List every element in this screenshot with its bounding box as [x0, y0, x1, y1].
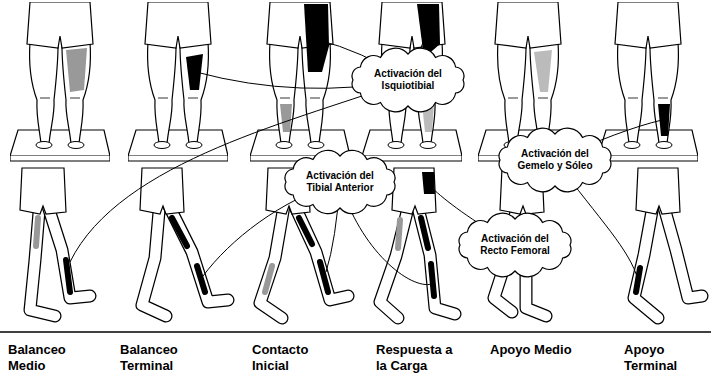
phase-label: Balanceo Terminal [120, 342, 204, 373]
muscle-shade [304, 4, 329, 72]
shorts [636, 168, 680, 214]
muscle-shade [280, 104, 292, 132]
leg-outline [662, 200, 702, 298]
leg-outline [634, 200, 658, 318]
rear-figure [10, 2, 110, 161]
muscle-shade [172, 218, 187, 246]
rear-figure [128, 2, 228, 161]
leg-fill [142, 200, 166, 316]
leader-lines [70, 30, 662, 285]
callout-text: Activación del Recto Femoral [471, 233, 559, 257]
muscle-shade [320, 262, 328, 292]
muscle-shade [398, 220, 400, 248]
leg-outline [292, 200, 348, 300]
leg-fill [634, 200, 658, 318]
rear-figure [598, 2, 698, 161]
rear-figure [250, 2, 350, 161]
leg-fill [166, 200, 228, 302]
muscle-shade [658, 104, 670, 136]
callout-text-group: Activación del Tibial Anterior [297, 170, 383, 194]
muscle-shade [265, 266, 272, 292]
shorts [392, 168, 436, 214]
muscle-shade [299, 218, 312, 244]
muscle-shade [186, 54, 203, 90]
leg-outline [166, 200, 228, 302]
muscle-shade [534, 50, 552, 92]
shorts [20, 168, 66, 214]
cloud-shape [459, 213, 571, 277]
leg-outline [416, 200, 455, 314]
phase-label: Apoyo Terminal [624, 342, 708, 373]
rear-muscles [66, 4, 670, 136]
leg-outline [260, 200, 285, 318]
muscle-shade [66, 260, 70, 292]
callout-text-group: Activación del Gemelo y Sóleo [511, 148, 599, 172]
baseline-rule [0, 331, 711, 333]
muscle-shade [421, 218, 428, 248]
leg-fill [292, 200, 348, 300]
phase-label: Balanceo Medio [8, 342, 92, 373]
callout-cloud: Activación del Recto Femoral [460, 219, 570, 271]
callout-text-group: Activación del Isquiotibial [364, 68, 452, 92]
muscle-shade [422, 172, 435, 194]
leg-fill [260, 200, 285, 318]
leg-fill [662, 200, 702, 298]
callout-text: Activación del Tibial Anterior [297, 170, 383, 194]
cloud-shape [499, 128, 611, 192]
leg-fill [416, 200, 455, 314]
leg-outline [142, 200, 166, 316]
leg-outline [46, 200, 90, 298]
callout-cloud: Activación del Isquiotibial [353, 54, 463, 106]
leg-fill [46, 200, 90, 298]
muscle-shade [36, 218, 38, 246]
side-view-figures [20, 168, 702, 318]
callout-cloud: Activación del Tibial Anterior [286, 156, 394, 208]
muscle-shade [197, 266, 205, 292]
phase-label: Apoyo Medio [490, 342, 574, 358]
cloud-shape [285, 150, 395, 213]
phase-label: Contacto Inicial [252, 342, 336, 373]
callout-cloud: Activación del Gemelo y Sóleo [500, 134, 610, 186]
leg-outline [380, 200, 410, 318]
leader-line [70, 80, 408, 262]
callout-text: Activación del Gemelo y Sóleo [511, 148, 599, 172]
leg-fill [380, 200, 410, 318]
callout-text: Activación del Isquiotibial [364, 68, 452, 92]
phase-label: Respuesta a la Carga [376, 342, 460, 373]
cloud-shape [352, 48, 464, 112]
muscle-shade [66, 48, 87, 92]
muscle-shade [431, 264, 434, 296]
callout-text-group: Activación del Recto Femoral [471, 233, 559, 257]
